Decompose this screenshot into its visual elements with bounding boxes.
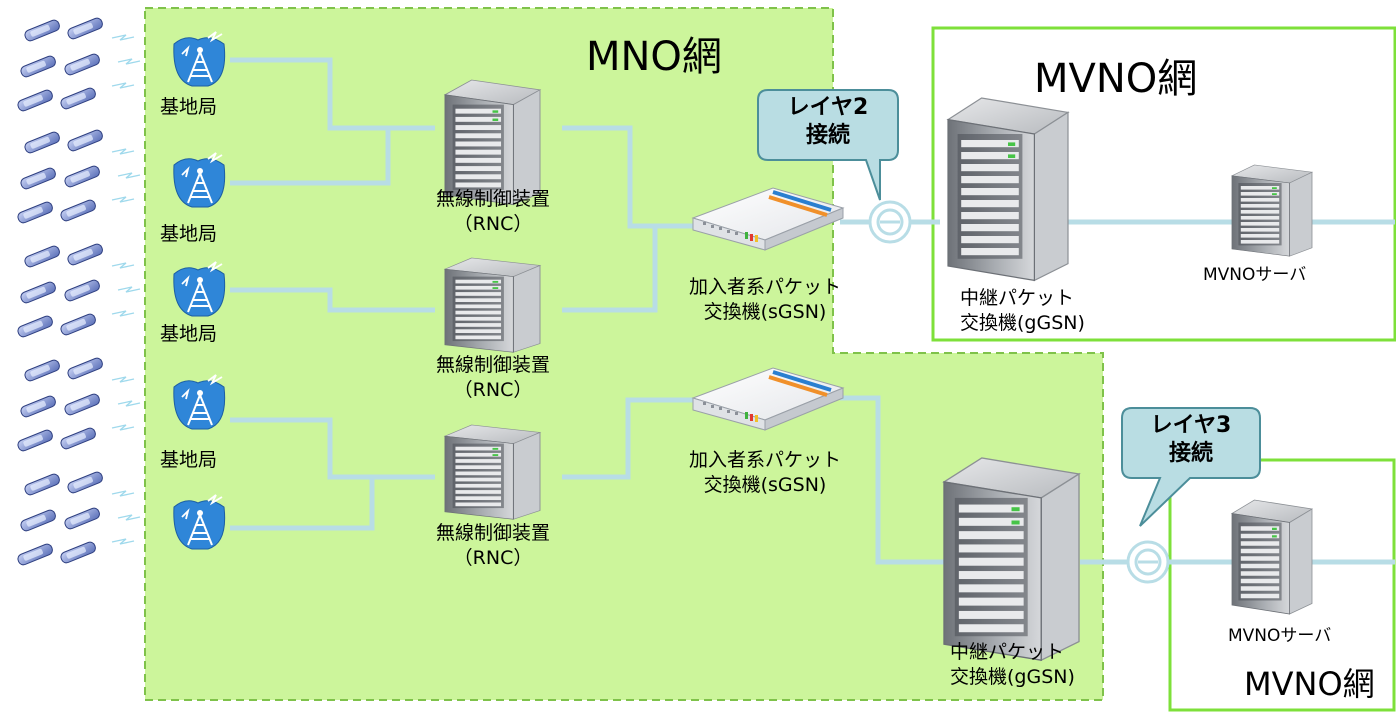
ggsn-label: 中継パケット 交換機(gGSN) — [960, 286, 1085, 336]
sgsn-label-line2: 交換機(sGSN) — [703, 301, 827, 323]
layer2-callout-text: レイヤ2 接続 — [758, 94, 898, 150]
sgsn-label-line1: 加入者系パケット — [688, 449, 841, 471]
wireless-signals — [111, 34, 141, 545]
mvno-title-top: MVNO網 — [1034, 56, 1198, 102]
mvno-server-icon — [1231, 164, 1313, 257]
ggsn-label-line2: 交換機(gGSN) — [950, 666, 1075, 688]
layer3-callout — [1121, 407, 1261, 527]
layer3-callout-text: レイヤ3 接続 — [1122, 412, 1260, 468]
rnc-label-line1: 無線制御装置 — [435, 522, 550, 544]
base-station-icon — [172, 152, 226, 208]
base-station-label: 基地局 — [160, 449, 218, 471]
layer2-callout-line1: レイヤ2 — [787, 95, 869, 120]
layer3-callout-line1: レイヤ3 — [1150, 413, 1232, 438]
ggsn-label: 中継パケット 交換機(gGSN) — [950, 640, 1075, 690]
ggsn-label-line2: 交換機(gGSN) — [960, 312, 1085, 334]
rnc-label: 無線制御装置 （RNC） — [418, 187, 568, 237]
sgsn-label-line1: 加入者系パケット — [688, 276, 841, 298]
rnc-label: 無線制御装置 （RNC） — [418, 353, 568, 403]
base-station-label: 基地局 — [160, 96, 218, 118]
mvno-server-icon — [1231, 499, 1313, 615]
mvno-title-bottom: MVNO網 — [1244, 665, 1375, 703]
sgsn-label: 加入者系パケット 交換機(sGSN) — [680, 275, 850, 325]
rnc-server-icon — [444, 257, 541, 353]
base-station-icon — [172, 494, 226, 550]
base-station-label: 基地局 — [160, 223, 218, 245]
base-station-icon — [172, 261, 226, 317]
rnc-server-icon — [444, 79, 541, 206]
layer2-callout — [757, 89, 899, 201]
base-station-icon — [172, 374, 226, 430]
mvno-server-label: MVNOサーバ — [1228, 626, 1332, 646]
ggsn-server-icon — [943, 457, 1080, 661]
ggsn-label-line1: 中継パケット — [960, 287, 1075, 309]
rnc-server-icon — [444, 424, 541, 520]
layer3-callout-line2: 接続 — [1168, 441, 1213, 466]
ggsn-server-icon — [947, 97, 1069, 281]
mvno-server-label: MVNOサーバ — [1203, 265, 1307, 285]
base-station-icon — [172, 31, 226, 87]
rnc-label-line2: （RNC） — [453, 213, 533, 235]
rnc-label: 無線制御装置 （RNC） — [418, 521, 568, 571]
sgsn-label: 加入者系パケット 交換機(sGSN) — [680, 448, 850, 498]
rnc-label-line2: （RNC） — [453, 379, 533, 401]
base-station-label: 基地局 — [160, 323, 218, 345]
sgsn-label-line2: 交換機(sGSN) — [703, 474, 827, 496]
mno-title: MNO網 — [586, 34, 722, 80]
rnc-label-line1: 無線制御装置 — [435, 188, 550, 210]
rnc-label-line1: 無線制御装置 — [435, 354, 550, 376]
ggsn-label-line1: 中継パケット — [950, 641, 1065, 663]
mobile-phones — [15, 16, 105, 567]
layer2-callout-line2: 接続 — [805, 123, 850, 148]
rnc-label-line2: （RNC） — [453, 547, 533, 569]
